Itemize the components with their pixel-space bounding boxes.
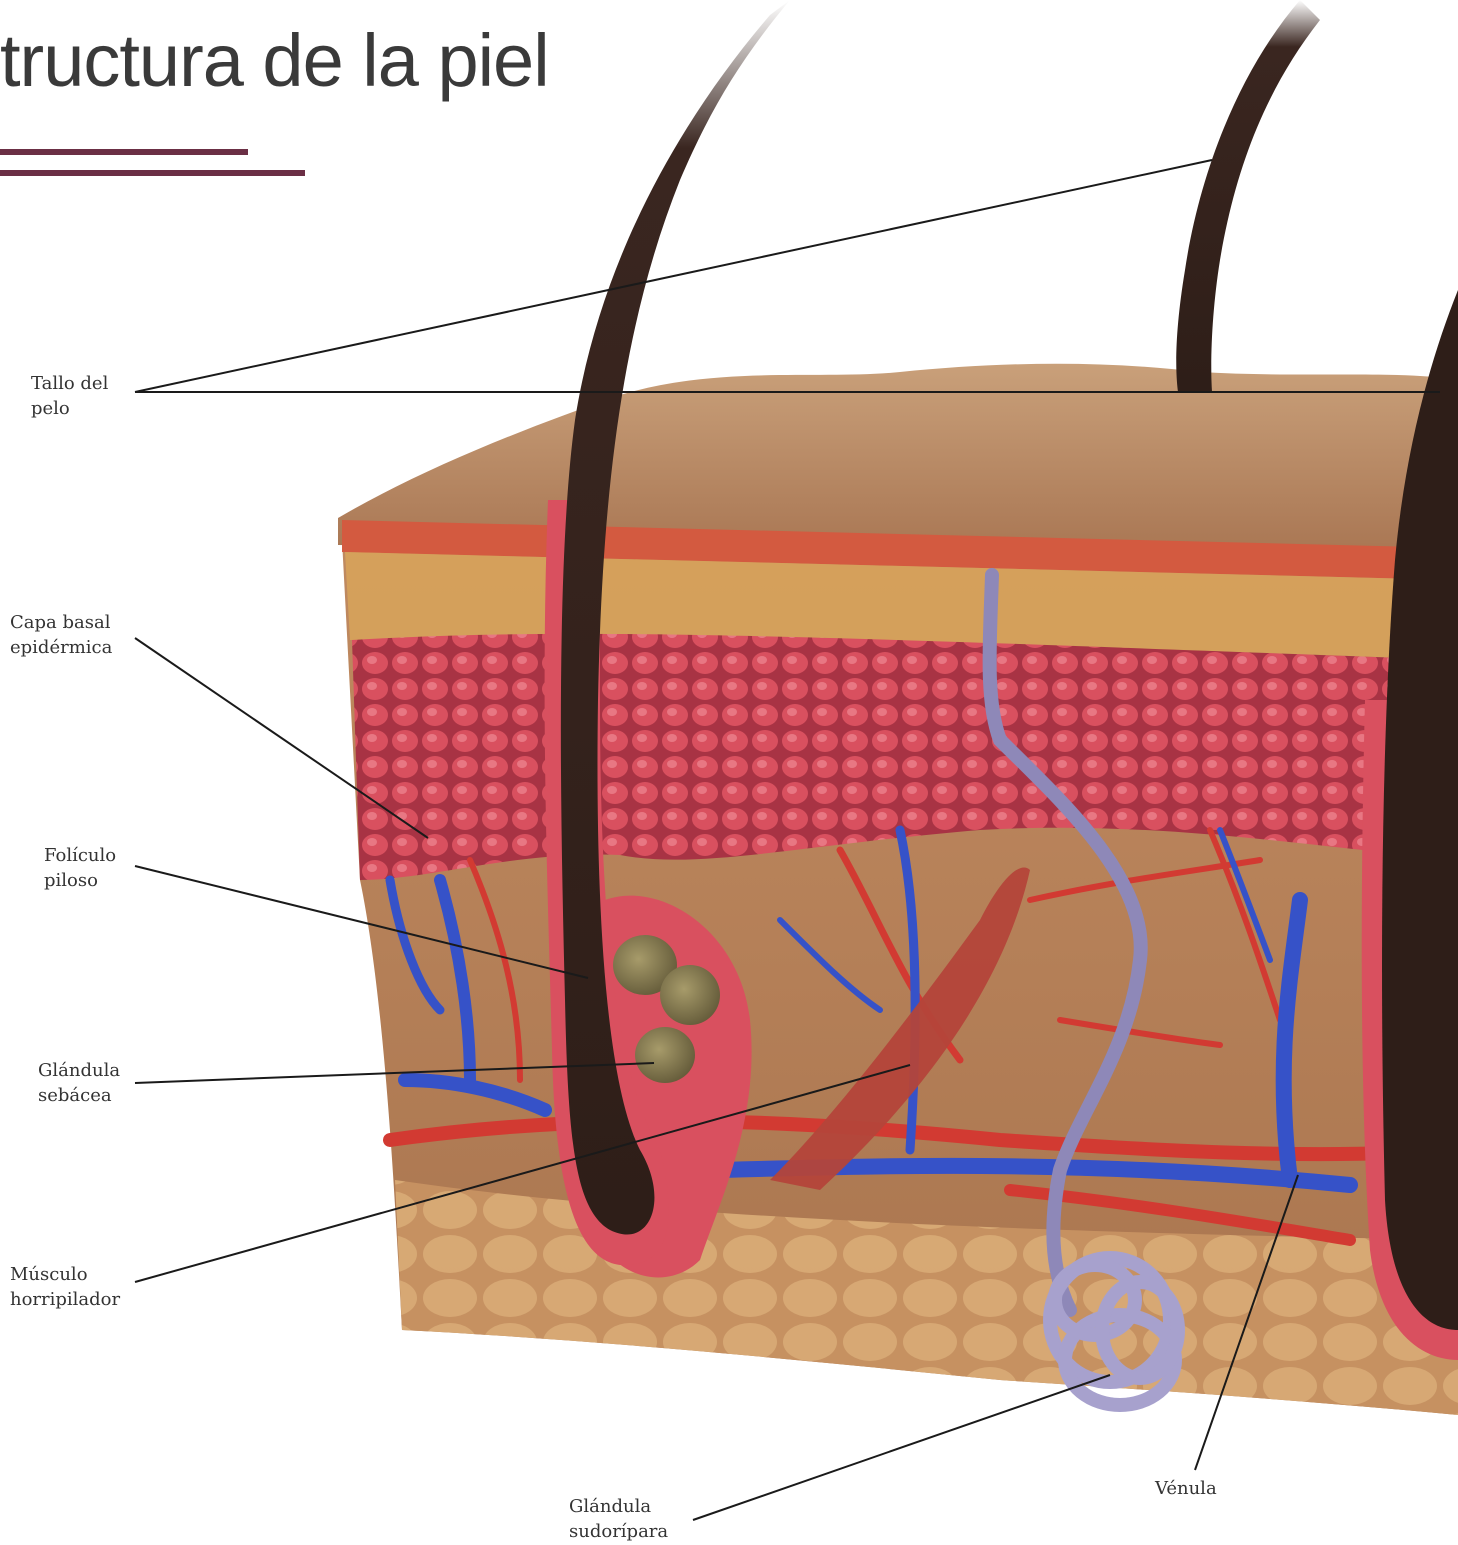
label-sweat-gland: Glándula sudorípara <box>569 1494 668 1544</box>
label-venule: Vénula <box>1155 1476 1217 1501</box>
label-hair-follicle: Folículo piloso <box>44 843 116 893</box>
label-sebaceous-gland: Glándula sebácea <box>38 1058 120 1108</box>
label-arrector-muscle: Músculo horripilador <box>10 1262 120 1312</box>
hair-shaft-middle <box>1176 0 1320 392</box>
label-hair-shaft: Tallo del pelo <box>31 371 108 421</box>
label-basal-layer: Capa basal epidérmica <box>10 610 112 660</box>
